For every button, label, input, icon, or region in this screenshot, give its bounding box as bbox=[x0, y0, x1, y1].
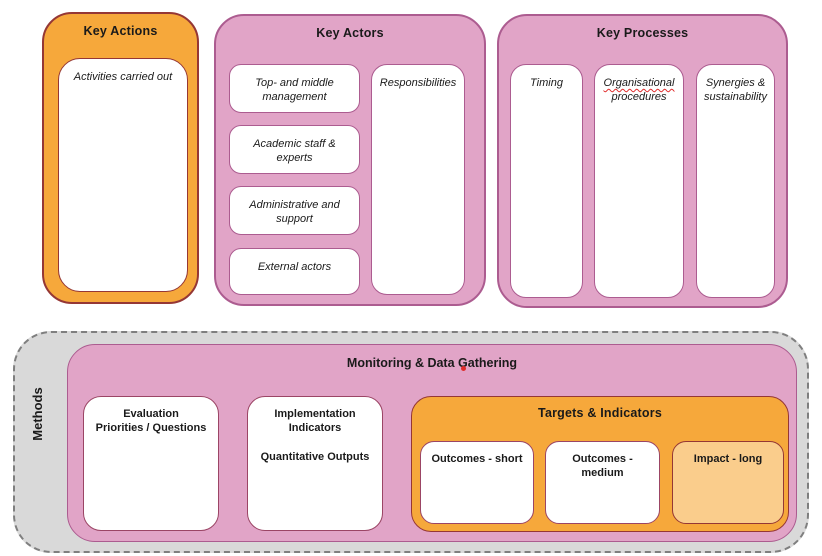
timing-box: Timing bbox=[510, 64, 583, 298]
impact-long-box: Impact - long bbox=[672, 441, 784, 524]
methods-label: Methods bbox=[30, 387, 45, 441]
actor-box-academic-staff-experts: Academic staff & experts bbox=[229, 125, 360, 174]
organisational-procedures-label: Organisational procedures bbox=[595, 65, 683, 105]
misspelled-word: Organisational bbox=[603, 77, 675, 89]
gathering-word: Gathering bbox=[458, 356, 518, 371]
key-actors-panel: Key Actors Top- and middle management Ac… bbox=[214, 14, 486, 306]
activities-label: Activities carried out bbox=[73, 71, 173, 83]
implementation-indicators-box: Implementation Indicators Quantitative O… bbox=[247, 396, 383, 531]
monitoring-title-text: Monitoring & Data bbox=[346, 356, 459, 370]
actor-box-administrative-support: Administrative and support bbox=[229, 186, 360, 235]
outcomes-short-label: Outcomes - short bbox=[431, 453, 523, 465]
targets-indicators-title: Targets & Indicators bbox=[538, 406, 662, 420]
red-dot-mark bbox=[461, 366, 467, 371]
outcomes-medium-label: Outcomes - medium bbox=[572, 453, 633, 480]
activities-box: Activities carried out bbox=[58, 58, 188, 292]
quantitative-outputs-label: Quantitative Outputs bbox=[260, 450, 370, 463]
implementation-label: Implementation Indicators bbox=[274, 408, 356, 435]
actor-label: Academic staff & experts bbox=[253, 138, 336, 165]
organisational-procedures-box: Organisational procedures bbox=[594, 64, 684, 298]
methods-container: Methods Monitoring & Data Gathering Eval… bbox=[13, 331, 809, 553]
actor-label: Administrative and support bbox=[249, 199, 340, 226]
monitoring-title: Monitoring & Data Gathering bbox=[68, 345, 796, 371]
gathering-word-text: Gathering bbox=[458, 356, 518, 370]
procedures-word: procedures bbox=[611, 91, 667, 104]
evaluation-line2: Priorities / Questions bbox=[95, 422, 207, 435]
responsibilities-box: Responsibilities bbox=[371, 64, 465, 295]
synergies-label: Synergies & sustainability bbox=[704, 77, 767, 104]
impact-long-label: Impact - long bbox=[693, 453, 763, 465]
timing-label: Timing bbox=[530, 77, 563, 89]
key-actions-panel: Key Actions Activities carried out bbox=[42, 12, 199, 304]
key-actors-title: Key Actors bbox=[316, 26, 384, 40]
actor-box-top-middle-management: Top- and middle management bbox=[229, 64, 360, 113]
actor-label: Top- and middle management bbox=[255, 77, 334, 104]
responsibilities-label: Responsibilities bbox=[379, 77, 457, 89]
evaluation-line1: Evaluation bbox=[123, 408, 179, 420]
actor-label: External actors bbox=[257, 261, 332, 273]
outcomes-medium-box: Outcomes - medium bbox=[545, 441, 660, 524]
outcomes-short-box: Outcomes - short bbox=[420, 441, 534, 524]
synergies-sustainability-box: Synergies & sustainability bbox=[696, 64, 775, 298]
targets-indicators-panel: Targets & Indicators Outcomes - short Ou… bbox=[411, 396, 789, 532]
actor-box-external-actors: External actors bbox=[229, 248, 360, 295]
key-processes-title: Key Processes bbox=[596, 26, 689, 40]
key-actions-title: Key Actions bbox=[83, 24, 158, 38]
key-processes-panel: Key Processes Timing Organisational proce… bbox=[497, 14, 788, 308]
